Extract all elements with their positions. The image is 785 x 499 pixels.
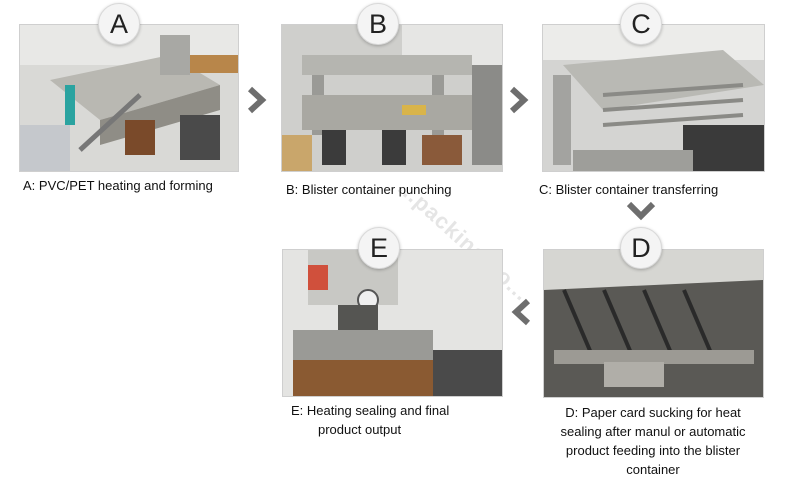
step-d-caption-line: product feeding into the blister xyxy=(565,443,741,458)
step-e-badge: E xyxy=(358,227,400,269)
arrow-right-icon xyxy=(247,86,267,114)
step-b-caption: B: Blister container punching xyxy=(286,182,452,197)
step-e-caption: E: Heating sealing and final product out… xyxy=(291,401,449,439)
arrow-right-icon xyxy=(509,86,529,114)
step-e-caption-line: product output xyxy=(318,422,402,437)
step-c-caption: C: Blister container transferring xyxy=(539,182,719,197)
step-d-caption: D: Paper card sucking for heat sealing a… xyxy=(533,403,773,479)
step-a-photo xyxy=(19,24,239,172)
step-b-badge: B xyxy=(357,3,399,45)
step-d-caption-line: D: Paper card sucking for heat xyxy=(565,405,741,420)
step-d-photo xyxy=(543,249,764,398)
arrow-left-icon xyxy=(511,298,531,326)
step-a-badge: A xyxy=(98,3,140,45)
step-d-caption-line: container xyxy=(626,462,680,477)
step-b-photo xyxy=(281,24,503,172)
step-d-badge: D xyxy=(620,227,662,269)
step-e-caption-line: E: Heating sealing and final xyxy=(291,403,450,418)
step-c-badge: C xyxy=(620,3,662,45)
arrow-down-icon xyxy=(626,201,656,221)
step-d-caption-line: sealing after manul or automatic xyxy=(560,424,746,439)
step-c-photo xyxy=(542,24,765,172)
step-a-caption: A: PVC/PET heating and forming xyxy=(23,178,213,193)
step-e-photo xyxy=(282,249,503,397)
